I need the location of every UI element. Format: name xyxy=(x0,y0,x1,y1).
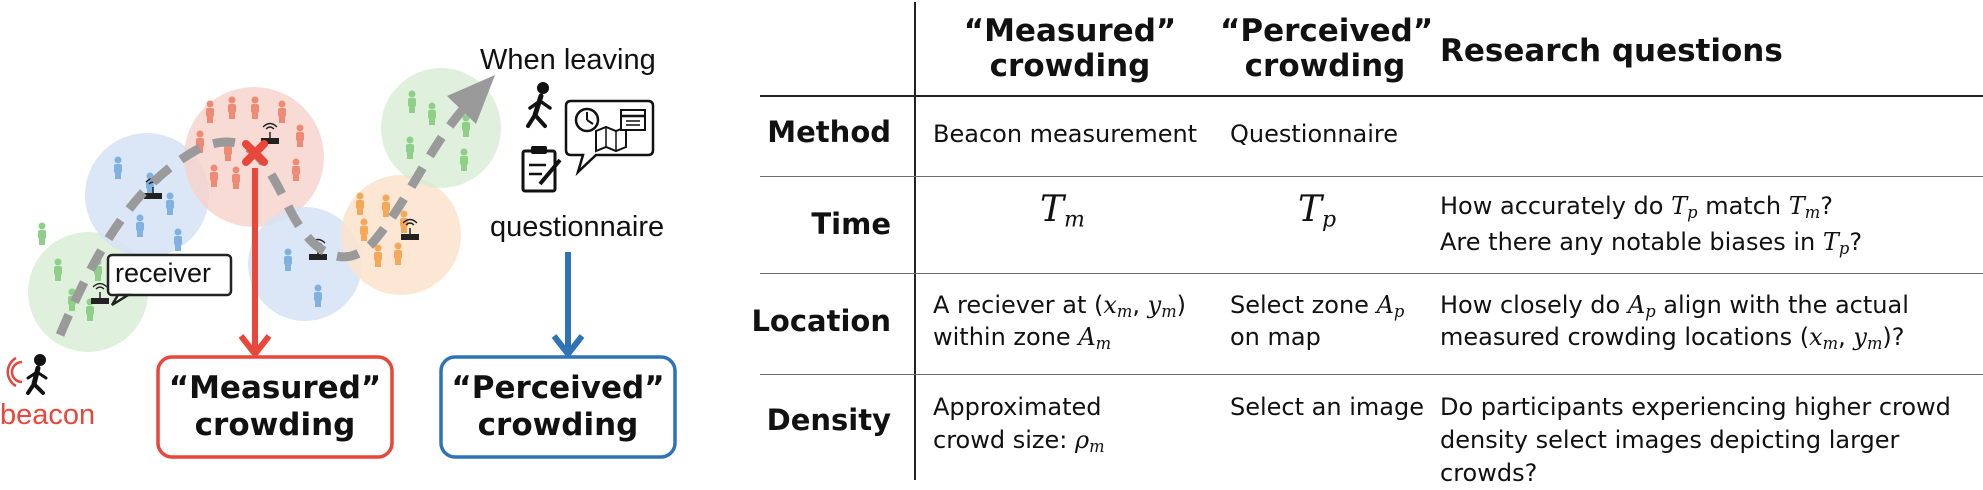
measured-crowding-title: “Measured” crowding xyxy=(168,370,382,443)
person-icon xyxy=(210,164,218,187)
perceived-crowding-title: “Perceived” crowding xyxy=(451,370,665,443)
time-research-q2: Are there any notable biases in Tp? xyxy=(1440,228,1863,259)
person-icon xyxy=(406,136,414,159)
person-icon xyxy=(206,100,214,123)
person-icon xyxy=(314,284,322,307)
receiver-label: receiver xyxy=(115,258,212,288)
when-leaving-label: When leaving xyxy=(480,44,656,76)
person-icon xyxy=(428,102,436,125)
wifi-receiver-icon xyxy=(261,122,279,144)
person-icon xyxy=(408,90,416,113)
receiver-callout-box xyxy=(106,253,233,297)
location-research-line2: measured crowding locations (xm, ym)? xyxy=(1440,323,1905,354)
row-divider-1 xyxy=(760,176,1983,177)
person-icon xyxy=(374,244,382,267)
density-measured-line1: Approximated xyxy=(933,393,1102,421)
person-icon xyxy=(460,148,468,171)
clock-icon xyxy=(574,107,600,133)
person-icon xyxy=(228,96,236,119)
clipboard-icon xyxy=(521,146,562,193)
method-perceived: Questionnaire xyxy=(1230,120,1399,148)
location-perceived-line1: Select zone Ap xyxy=(1230,291,1405,322)
time-perceived-symbol: Tp xyxy=(1298,189,1337,233)
person-icon xyxy=(360,218,368,241)
perceived-crowding-box xyxy=(439,355,677,459)
person-icon xyxy=(278,100,286,123)
beacon-walker-icon xyxy=(6,354,48,395)
receiver-callout-tail xyxy=(110,293,133,307)
person-icon xyxy=(356,192,364,215)
density-measured-line2: crowd size: ρm xyxy=(933,426,1105,457)
row-divider-3 xyxy=(760,374,1983,375)
row-label-location: Location xyxy=(751,304,891,338)
movement-path xyxy=(55,100,472,337)
person-icon xyxy=(382,194,390,217)
time-measured-symbol: Tm xyxy=(1040,189,1085,233)
walking-person-icon xyxy=(526,82,552,128)
location-perceived-line2: on map xyxy=(1230,323,1321,351)
method-measured: Beacon measurement xyxy=(933,120,1198,148)
density-perceived: Select an image xyxy=(1230,393,1424,421)
perceived-arrowhead xyxy=(551,334,585,359)
time-research-q1: How accurately do Tp match Tm? xyxy=(1440,192,1833,223)
person-icon xyxy=(136,214,144,237)
location-measured-line2: within zone Am xyxy=(933,323,1112,354)
row-label-method: Method xyxy=(767,115,891,149)
person-icon xyxy=(174,228,182,251)
col-header-research: Research questions xyxy=(1440,33,1783,69)
person-icon xyxy=(292,158,300,181)
diagram-canvas xyxy=(6,68,677,459)
row-label-time: Time xyxy=(811,207,891,241)
questionnaire-label: questionnaire xyxy=(490,211,665,243)
red-x-icon xyxy=(242,140,268,166)
map-icon xyxy=(595,125,627,153)
person-icon xyxy=(38,222,46,245)
row-label-density: Density xyxy=(766,403,891,437)
person-icon xyxy=(296,124,304,147)
wifi-receiver-icon xyxy=(401,218,419,240)
row-divider-2 xyxy=(760,273,1983,274)
person-icon xyxy=(394,242,402,265)
table-header-rule xyxy=(760,95,1983,97)
person-icon xyxy=(166,192,174,215)
zone-circle-blue-right xyxy=(248,207,362,321)
col-header-measured: “Measured” crowding xyxy=(963,13,1177,84)
measured-crowding-box xyxy=(156,355,394,459)
crowding-diagram: When leaving questionnaire receiver beac… xyxy=(0,0,760,483)
location-measured-line1: A reciever at (xm, ym) xyxy=(933,291,1187,322)
person-icon xyxy=(284,248,292,271)
person-icon xyxy=(114,156,122,179)
person-icon xyxy=(251,96,259,119)
person-icon xyxy=(462,114,470,137)
person-icon xyxy=(54,258,62,281)
person-icon xyxy=(232,166,240,189)
beacon-label: beacon xyxy=(0,399,96,431)
measured-arrowhead xyxy=(238,334,272,359)
density-research-line2: density select images depicting larger c… xyxy=(1440,426,1900,487)
path-arrowhead xyxy=(447,75,495,124)
questionnaire-speech-bubble xyxy=(564,99,655,177)
col-header-perceived: “Perceived” crowding xyxy=(1220,13,1434,84)
calendar-icon xyxy=(620,109,646,131)
density-research-line1: Do participants experiencing higher crow… xyxy=(1440,393,1951,421)
location-research-line1: How closely do Ap align with the actual xyxy=(1440,291,1909,322)
table-vertical-divider xyxy=(914,2,916,480)
wifi-receiver-icon xyxy=(91,282,109,304)
